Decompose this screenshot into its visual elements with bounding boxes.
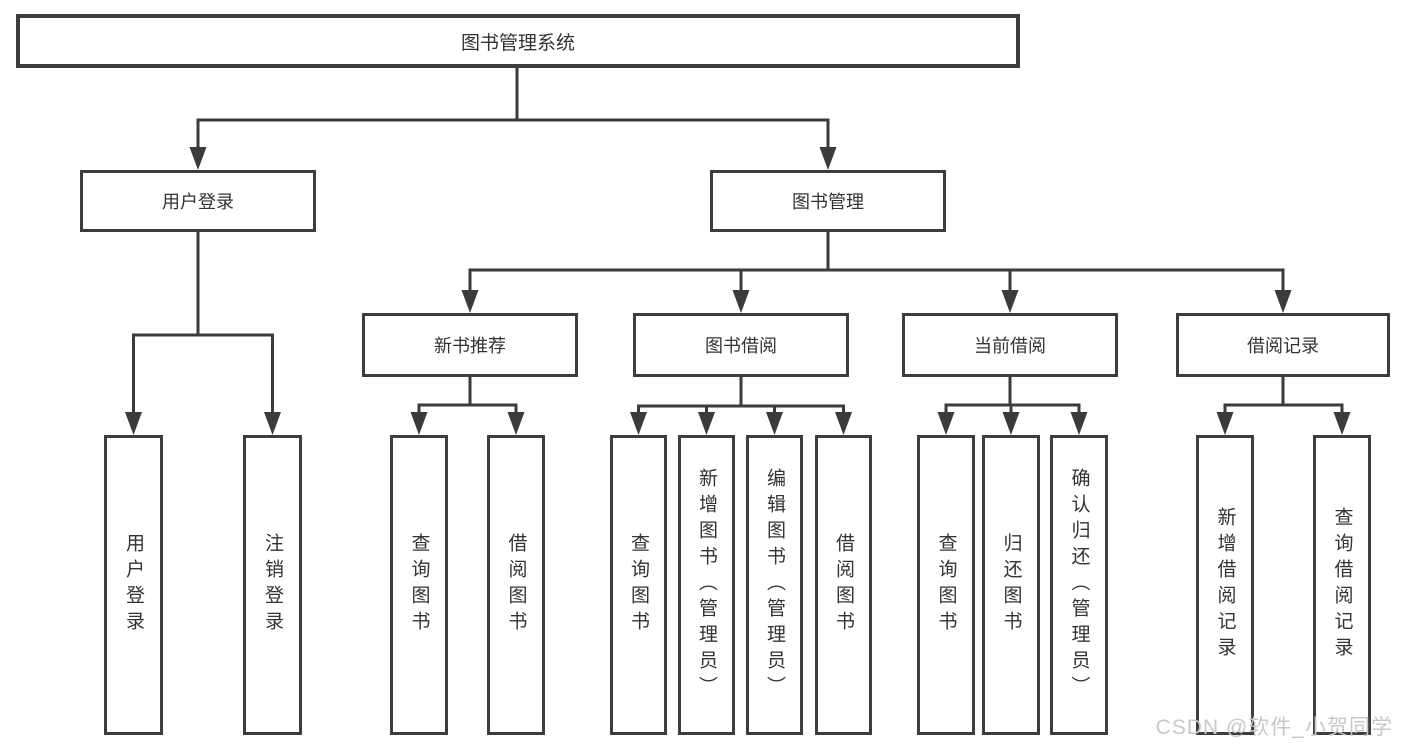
leaf-query-borrow-record: 查询借阅记录 — [1313, 435, 1371, 735]
edge-current-borrowing-to-leaves — [937, 377, 1088, 435]
node-book-management: 图书管理 — [710, 170, 946, 232]
edge-borrow-records-to-leaves — [1216, 377, 1351, 435]
leaf-edit-books-admin: 编辑图书（管理员） — [746, 435, 803, 735]
node-new-book-recommend: 新书推荐 — [362, 313, 578, 377]
edge-book-management-to-level3 — [461, 232, 1292, 313]
leaf-query-books-borrowing: 查询图书 — [610, 435, 667, 735]
edge-user-login-to-leaves — [125, 232, 281, 435]
leaf-user-login: 用户登录 — [104, 435, 163, 735]
leaf-borrow-books-recommend: 借阅图书 — [487, 435, 545, 735]
node-current-borrowing: 当前借阅 — [902, 313, 1118, 377]
leaf-add-borrow-record: 新增借阅记录 — [1196, 435, 1254, 735]
leaf-return-books: 归还图书 — [982, 435, 1040, 735]
edge-new-book-recommend-to-leaves — [410, 377, 525, 435]
node-book-borrowing: 图书借阅 — [633, 313, 849, 377]
csdn-watermark: CSDN @软件_小贺同学 — [1155, 716, 1393, 739]
leaf-borrow-books: 借阅图书 — [815, 435, 872, 735]
leaf-add-books-admin: 新增图书（管理员） — [678, 435, 735, 735]
leaf-query-books-recommend: 查询图书 — [390, 435, 448, 735]
node-borrow-records: 借阅记录 — [1176, 313, 1390, 377]
leaf-query-books-current: 查询图书 — [917, 435, 975, 735]
edge-root-to-level2 — [189, 68, 837, 170]
node-library-management-system: 图书管理系统 — [16, 14, 1020, 68]
node-user-login: 用户登录 — [80, 170, 316, 232]
leaf-logout: 注销登录 — [243, 435, 302, 735]
leaf-confirm-return-admin: 确认归还（管理员） — [1050, 435, 1108, 735]
edge-book-borrowing-to-leaves — [630, 377, 852, 435]
